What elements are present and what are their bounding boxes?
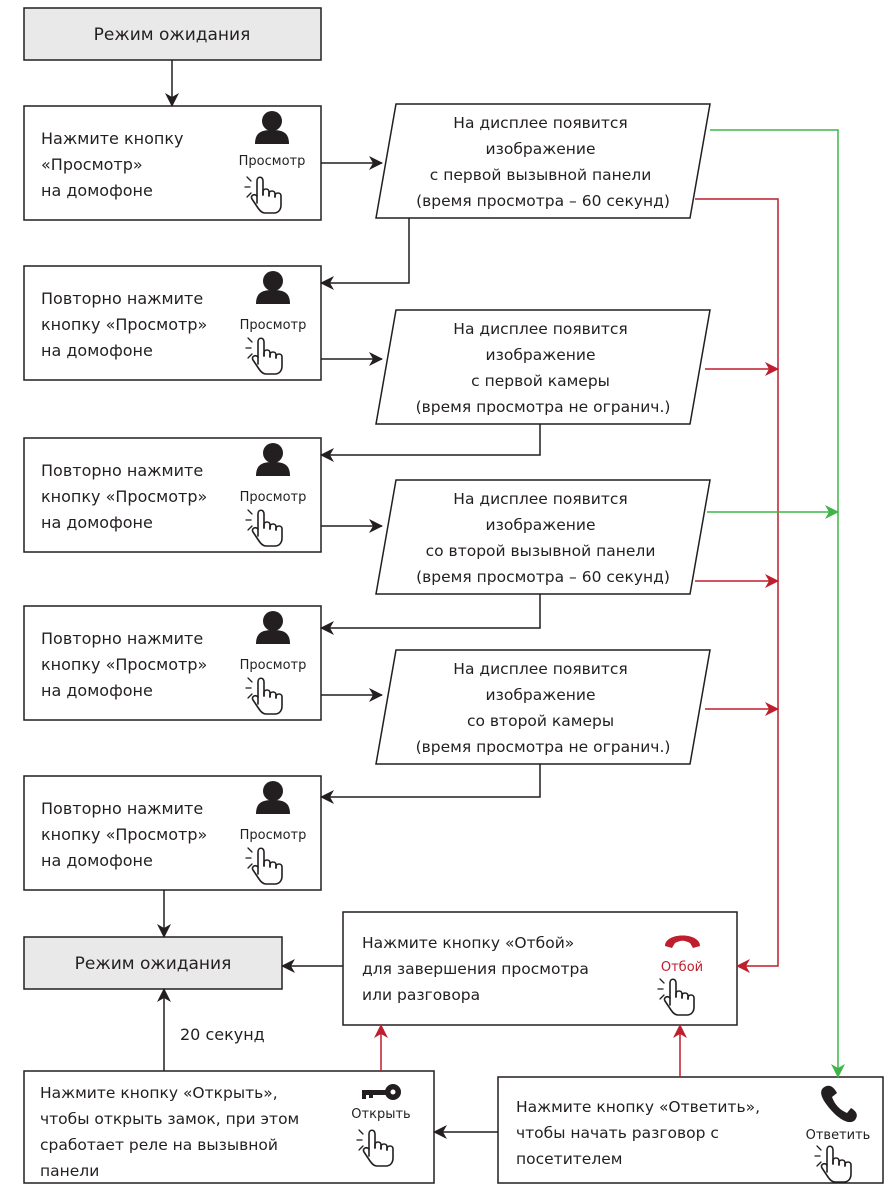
open-line-3: сработает реле на вызывной <box>40 1136 278 1154</box>
key-icon <box>362 1084 401 1100</box>
svg-text:На дисплее появится изоб: На дисплее появится изображение с первой… <box>416 114 670 210</box>
display-4-line-4: (время просмотра не огранич.) <box>416 738 671 756</box>
answer-line-2: чтобы начать разговор с <box>516 1124 719 1142</box>
display-2-line-3: с первой камеры <box>471 372 610 390</box>
display-1-line-2: изображение <box>486 140 596 158</box>
press-view-1-line-1: Нажмите кнопку <box>41 129 183 148</box>
view-button-label: Просмотр <box>240 490 307 505</box>
press-view-box-4: Повторно нажмите кнопку «Просмотр» на до… <box>23 605 322 721</box>
view-button-label: Просмотр <box>240 318 307 333</box>
answer-line-1: Нажмите кнопку «Ответить», <box>516 1098 760 1116</box>
svg-text:Нажмите кнопку «Просмотр: Нажмите кнопку «Просмотр» на домофоне <box>41 129 189 200</box>
svg-text:Повторно нажмите кнопку: Повторно нажмите кнопку «Просмотр» на до… <box>41 289 212 360</box>
display-1-line-3: с первой вызывной панели <box>430 166 651 184</box>
press-view-1-line-3: на домофоне <box>41 181 153 200</box>
black-connectors <box>157 60 541 1139</box>
press-view-2-line-3: на домофоне <box>41 341 153 360</box>
answer-button-label: Ответить <box>806 1128 871 1143</box>
press-view-5-line-3: на домофоне <box>41 851 153 870</box>
hangup-line-1: Нажмите кнопку «Отбой» <box>362 934 574 952</box>
answer-box: Нажмите кнопку «Ответить», чтобы начать … <box>497 1076 884 1184</box>
display-2-line-4: (время просмотра не огранич.) <box>416 398 671 416</box>
svg-text:Нажмите кнопку «Открыть»,: Нажмите кнопку «Открыть», чтобы открыть … <box>40 1084 304 1180</box>
hangup-box: Нажмите кнопку «Отбой» для завершения пр… <box>342 911 738 1026</box>
display-box-2: На дисплее появится изображение с первой… <box>375 309 711 425</box>
view-button-label: Просмотр <box>239 154 306 169</box>
press-view-box-3: Повторно нажмите кнопку «Просмотр» на до… <box>23 437 322 553</box>
svg-text:Нажмите кнопку «Ответить»,: Нажмите кнопку «Ответить», чтобы начать … <box>516 1098 765 1168</box>
display-2-line-1: На дисплее появится <box>453 320 627 338</box>
press-view-3-line-1: Повторно нажмите <box>41 461 203 480</box>
svg-text:Нажмите кнопку «Отбой» д: Нажмите кнопку «Отбой» для завершения пр… <box>362 934 594 1004</box>
display-4-line-1: На дисплее появится <box>453 660 627 678</box>
display-box-1: На дисплее появится изображение с первой… <box>375 103 711 219</box>
green-connectors <box>707 129 845 1078</box>
svg-text:Повторно нажмите кнопку: Повторно нажмите кнопку «Просмотр» на до… <box>41 629 212 700</box>
hangup-line-2: для завершения просмотра <box>362 960 589 978</box>
standby-top-box: Режим ожидания <box>23 7 322 61</box>
display-1-line-1: На дисплее появится <box>453 114 627 132</box>
press-view-2-line-1: Повторно нажмите <box>41 289 203 308</box>
press-view-box-2: Повторно нажмите кнопку «Просмотр» на до… <box>23 265 322 381</box>
press-view-3-line-2: кнопку «Просмотр» <box>41 487 207 506</box>
standby-bottom-label: Режим ожидания <box>75 954 232 974</box>
hangup-line-3: или разговора <box>362 986 480 1004</box>
svg-text:Повторно нажмите кнопку: Повторно нажмите кнопку «Просмотр» на до… <box>41 461 212 532</box>
press-view-5-line-2: кнопку «Просмотр» <box>41 825 207 844</box>
display-3-line-4: (время просмотра – 60 секунд) <box>416 568 670 586</box>
svg-text:На дисплее появится изоб: На дисплее появится изображение с первой… <box>416 320 671 416</box>
hangup-phone-icon <box>665 935 700 948</box>
press-view-2-line-2: кнопку «Просмотр» <box>41 315 207 334</box>
standby-top-label: Режим ожидания <box>94 25 251 45</box>
open-line-1: Нажмите кнопку «Открыть», <box>40 1084 278 1102</box>
display-3-line-2: изображение <box>486 516 596 534</box>
standby-bottom-box: Режим ожидания <box>23 936 283 990</box>
press-view-1-line-2: «Просмотр» <box>41 155 143 174</box>
press-view-4-line-1: Повторно нажмите <box>41 629 203 648</box>
open-box: Нажмите кнопку «Открыть», чтобы открыть … <box>23 1070 435 1184</box>
svg-text:Повторно нажмите кнопку: Повторно нажмите кнопку «Просмотр» на до… <box>41 799 212 870</box>
answer-line-3: посетителем <box>516 1150 622 1168</box>
open-line-2: чтобы открыть замок, при этом <box>40 1110 299 1128</box>
red-connectors <box>374 198 779 1077</box>
press-view-5-line-1: Повторно нажмите <box>41 799 203 818</box>
timeout-label: 20 секунд <box>180 1025 265 1044</box>
press-view-box-5: Повторно нажмите кнопку «Просмотр» на до… <box>23 775 322 891</box>
display-1-line-4: (время просмотра – 60 секунд) <box>416 192 670 210</box>
open-line-4: панели <box>40 1162 99 1180</box>
display-2-line-2: изображение <box>486 346 596 364</box>
view-button-label: Просмотр <box>240 828 307 843</box>
view-button-label: Просмотр <box>240 658 307 673</box>
press-view-box-1: Нажмите кнопку «Просмотр» на домофоне Пр… <box>23 105 322 221</box>
display-3-line-1: На дисплее появится <box>453 490 627 508</box>
press-view-3-line-3: на домофоне <box>41 513 153 532</box>
svg-text:На дисплее появится изоб: На дисплее появится изображение со второ… <box>416 660 671 756</box>
press-view-4-line-3: на домофоне <box>41 681 153 700</box>
display-4-line-3: со второй камеры <box>467 712 614 730</box>
display-4-line-2: изображение <box>486 686 596 704</box>
display-box-3: На дисплее появится изображение со второ… <box>375 479 711 595</box>
handset-icon <box>821 1085 857 1123</box>
hangup-button-label: Отбой <box>661 960 703 975</box>
svg-text:На дисплее появится изоб: На дисплее появится изображение со второ… <box>416 490 670 586</box>
display-box-4: На дисплее появится изображение со второ… <box>375 649 711 765</box>
open-button-label: Открыть <box>351 1107 410 1122</box>
display-3-line-3: со второй вызывной панели <box>426 542 656 560</box>
press-view-4-line-2: кнопку «Просмотр» <box>41 655 207 674</box>
